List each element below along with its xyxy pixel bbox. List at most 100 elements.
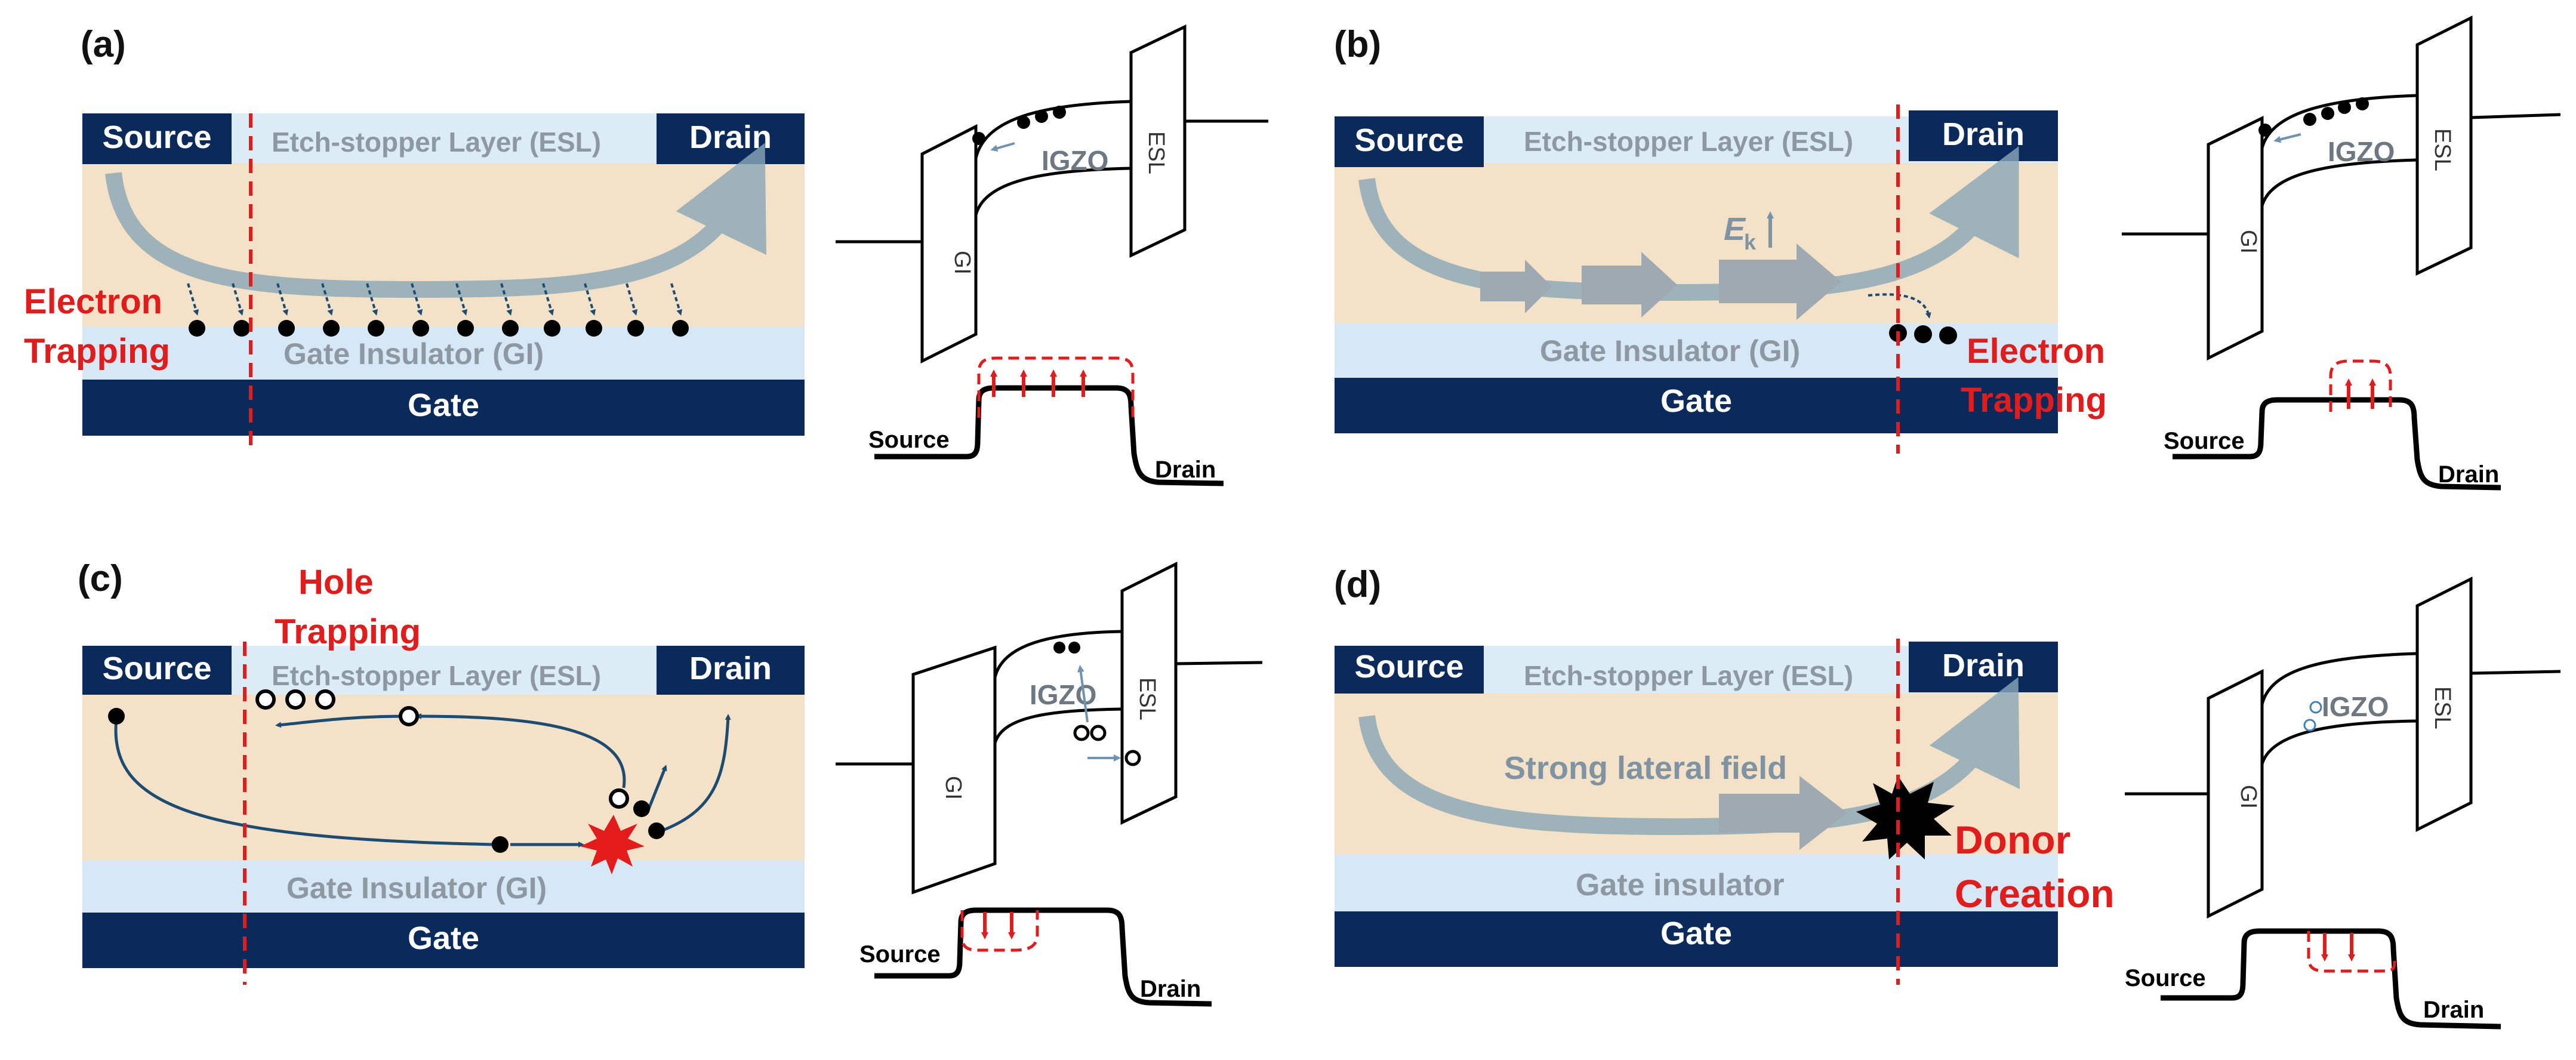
gate-insulator-layer	[82, 860, 805, 913]
igzo-label: IGZO	[2328, 136, 2395, 167]
ek-label: E	[1724, 211, 1746, 247]
panel-d: (d) Source Drain Etch-stopper Layer (ESL…	[1334, 564, 2561, 1030]
current-flow-arrow	[105, 143, 766, 298]
gate-layer	[1335, 911, 2058, 967]
gate-insulator-layer	[1335, 855, 2058, 911]
gate-label: Gate	[408, 387, 479, 423]
gi-short-label: GI	[941, 776, 966, 800]
gi-label: Gate insulator	[1576, 868, 1785, 902]
profile-drain-label: Drain	[2438, 461, 2499, 488]
gi-label: Gate Insulator (GI)	[286, 871, 547, 905]
annotation-line-1: Electron	[1967, 332, 2105, 371]
profile-drain-label: Drain	[1140, 976, 1201, 1002]
esl-block	[1129, 24, 1187, 258]
profile-drain-label: Drain	[2423, 997, 2484, 1023]
gate-label: Gate	[1660, 383, 1732, 419]
drain-label: Drain	[1942, 116, 2025, 152]
lateral-field-arrow	[1719, 776, 1847, 850]
potential-profile: Source Drain	[868, 356, 1224, 486]
esl-label: Etch-stopper Layer (ESL)	[1524, 660, 1853, 691]
profile-source-label: Source	[859, 941, 941, 967]
gate-layer	[82, 913, 805, 968]
gi-label: Gate Insulator (GI)	[284, 337, 544, 371]
profile-source-label: Source	[2164, 428, 2245, 454]
drain-label: Drain	[689, 651, 772, 686]
annotation-line-1: Donor	[1955, 818, 2070, 862]
drain-label: Drain	[1942, 648, 2025, 683]
trapping-arrows	[187, 283, 683, 316]
annotation-line-2: Trapping	[1961, 381, 2107, 420]
gi-short-label: GI	[950, 251, 975, 275]
source-label: Source	[1354, 649, 1463, 685]
donor-states-icon	[2303, 701, 2322, 732]
gate-label: Gate	[408, 920, 479, 956]
profile-source-label: Source	[2125, 965, 2206, 991]
impact-ionization-burst	[580, 815, 645, 874]
potential-profile: Source Drain	[2164, 359, 2501, 491]
current-flow-arrow	[1358, 677, 2020, 836]
igzo-label: IGZO	[2322, 691, 2389, 722]
gate-layer	[1335, 378, 2058, 433]
band-diagram: GI ESL IGZO	[836, 561, 1263, 895]
gi-label: Gate Insulator (GI)	[1540, 334, 1800, 368]
potential-profile: Source Drain	[2125, 928, 2501, 1030]
potential-profile: Source Drain	[859, 907, 1212, 1007]
trapped-holes	[255, 689, 629, 809]
gi-block	[2207, 668, 2264, 919]
esl-short-label: ESL	[2430, 686, 2455, 729]
esl-label: Etch-stopper Layer (ESL)	[1524, 126, 1853, 157]
panel-b: (b) Source Drain Etch-stopper Layer (ESL…	[1334, 15, 2561, 491]
esl-short-label: ESL	[1144, 131, 1169, 174]
panel-c: (c) Source Drain Etch-stopper Layer (ESL…	[78, 558, 1263, 1007]
panel-a-label: (a)	[81, 24, 126, 65]
source-box	[82, 113, 232, 164]
profile-drain-label: Drain	[1155, 457, 1216, 483]
donor-creation-burst	[1856, 776, 1955, 859]
esl-block	[2415, 576, 2473, 833]
esl-short-label: ESL	[1135, 677, 1160, 720]
current-flow-arrow	[1358, 146, 2019, 301]
profile-source-label: Source	[868, 427, 950, 453]
esl-short-label: ESL	[2430, 128, 2455, 171]
esl-block	[2415, 15, 2473, 276]
source-label: Source	[102, 651, 211, 686]
gi-short-label: GI	[2236, 230, 2261, 254]
gi-block	[2207, 115, 2264, 361]
annotation-line-2: Creation	[1955, 871, 2115, 916]
channel-layer	[82, 695, 805, 860]
annotation-line-2: Trapping	[275, 612, 421, 651]
panel-c-label: (c)	[78, 558, 123, 599]
gi-short-label: GI	[2236, 785, 2261, 809]
trapped-electrons	[189, 320, 689, 337]
source-box	[1335, 116, 1484, 167]
annotation-line-1: Hole	[298, 563, 374, 602]
source-label: Source	[102, 119, 211, 155]
drain-label: Drain	[689, 119, 772, 155]
kinetic-energy-arrows	[1480, 244, 1841, 320]
source-box	[1335, 646, 1484, 694]
panel-d-label: (d)	[1334, 564, 1381, 605]
carrier-paths	[114, 713, 731, 848]
gate-layer	[82, 380, 805, 436]
panel-a: (a) Source Drain Etch-stopper Layer (ESL…	[24, 24, 1268, 486]
annotation-line-1: Electron	[24, 282, 162, 321]
gate-insulator-layer	[1335, 323, 2058, 378]
trapping-arrow	[1868, 293, 1931, 319]
gi-block	[911, 645, 997, 895]
strong-field-label: Strong lateral field	[1504, 750, 1787, 786]
gi-block	[920, 124, 978, 364]
band-diagram: GI ESL IGZO	[2125, 576, 2561, 919]
igzo-label: IGZO	[1042, 145, 1108, 176]
band-diagram: GI ESL IGZO	[2122, 15, 2561, 361]
source-box	[82, 646, 232, 695]
drain-box	[657, 646, 805, 695]
annotation-line-2: Trapping	[24, 332, 170, 371]
band-diagram: GI ESL IGZO	[836, 24, 1268, 364]
ek-subscript: k	[1744, 230, 1757, 254]
esl-label: Etch-stopper Layer (ESL)	[272, 127, 601, 158]
panel-b-label: (b)	[1334, 24, 1381, 65]
esl-label: Etch-stopper Layer (ESL)	[272, 660, 601, 691]
gate-insulator-layer	[82, 327, 805, 380]
gate-label: Gate	[1660, 916, 1732, 951]
